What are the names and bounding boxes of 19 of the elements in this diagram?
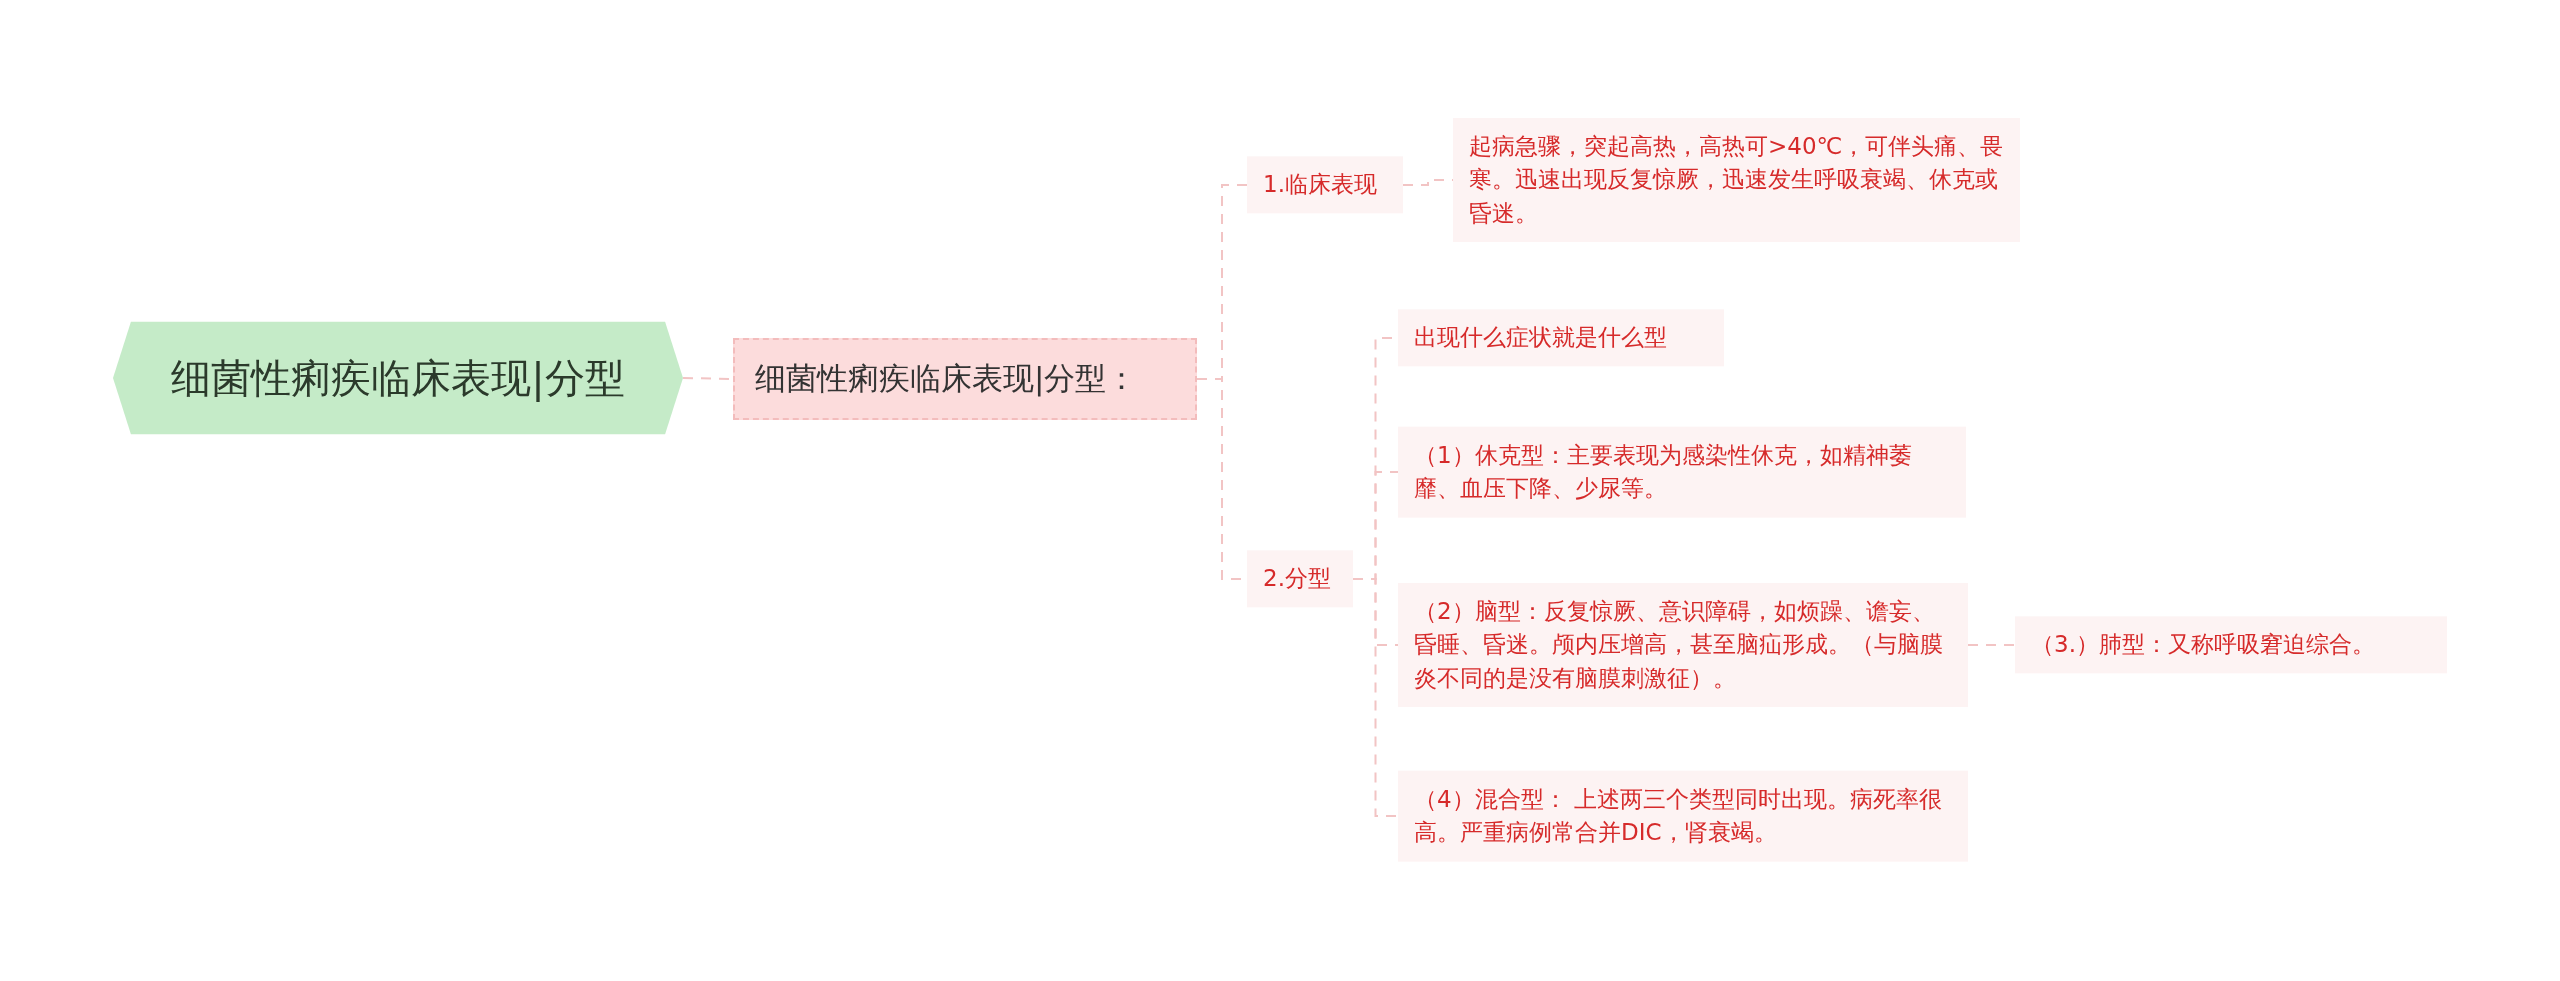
topic-text: 出现什么症状就是什么型 [1414,324,1667,351]
subtopic-box [1453,118,2020,242]
connector-line [1352,578,1399,817]
topic-text: （1）休克型：主要表现为感染性休克，如精神萎靡、血压下降、少尿等。 [1414,441,1912,501]
central-topic-text: 细菌性痢疾临床表现|分型 [171,353,625,404]
subtopic-box [2015,616,2447,674]
topic-text: 起病急骤，突起高热，高热可>40℃，可伴头痛、畏寒。迅速出现反复惊厥，迅速发生呼吸衰竭、休克或昏迷。 [1469,133,2004,226]
topic-box [733,338,1197,420]
subtopic-box [1398,426,1966,518]
topic-text: （3.）肺型：又称呼吸窘迫综合。 [2031,631,2375,658]
topic-text: （4）混合型： 上述两三个类型同时出现。病死率很高。严重病例常合并DIC，肾衰竭。 [1414,785,1942,845]
topic-text: 2.分型 [1263,565,1331,592]
topic-text: 1.临床表现 [1263,171,1377,198]
subtopic-box [1398,583,1968,707]
topic-text: （2）脑型：反复惊厥、意识障碍，如烦躁、谵妄、昏睡、昏迷。颅内压增高，甚至脑疝形成。（与脑膜炎不同的是没有脑膜刺激征）。 [1414,598,1943,691]
connector-line [1967,644,2016,646]
subtopic-box [1247,156,1403,214]
topic-text: 细菌性痢疾临床表现|分型： [755,360,1138,396]
subtopic-box [1247,550,1353,608]
